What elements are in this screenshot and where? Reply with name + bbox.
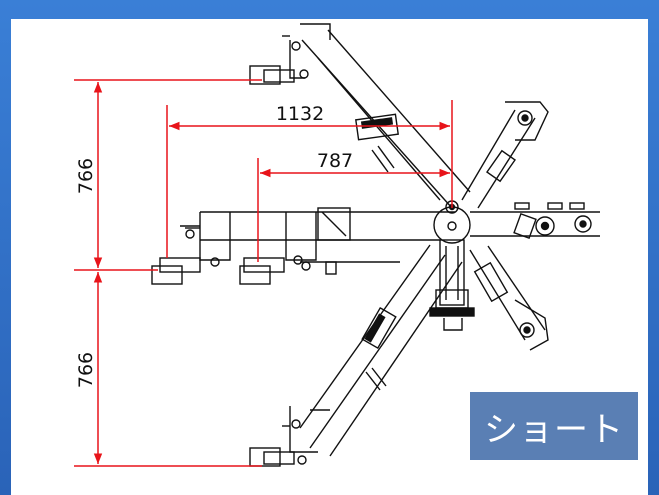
right-upper-arm: [461, 101, 549, 209]
dim-label-787: 787: [317, 150, 353, 172]
right-lower-arm: [469, 245, 549, 351]
type-badge: ショート: [470, 392, 638, 460]
upper-arm: [301, 29, 471, 209]
dim-label-bottom-vertical: 766: [75, 352, 97, 388]
badge-label: ショート: [484, 409, 624, 450]
right-extension: [470, 202, 600, 240]
center-hub: [429, 200, 475, 331]
dimension-lines: [74, 79, 453, 467]
dim-label-top-vertical: 766: [75, 158, 97, 194]
horizontal-arm: [180, 207, 455, 263]
bottom-attachment: [249, 406, 330, 467]
dim-label-1132: 1132: [276, 103, 324, 125]
top-attachment: [249, 23, 331, 85]
left-bracket-unit: [151, 212, 337, 285]
lower-arm: [299, 244, 463, 457]
